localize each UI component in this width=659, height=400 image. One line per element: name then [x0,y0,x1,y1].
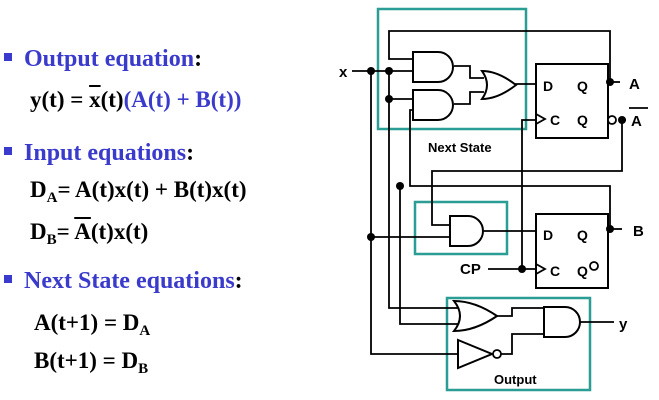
junction-dot [385,67,393,75]
output-equation-heading: Output equation: [4,46,202,73]
a-output-label: A [629,76,640,93]
flip-flop-b [535,213,609,289]
junction-dot [385,95,393,103]
wire-b-to-output-or [399,186,458,325]
or-gate-output [451,299,499,333]
wire-not-to-output-and [501,333,544,355]
wire-qa-feedback [388,30,611,82]
db-equation: DB= A(t)x(t) [30,219,149,248]
clock-b-triangle [535,263,547,275]
not-gate-bubble [492,349,502,359]
next-state-caption: Next State [428,140,492,155]
ff-b-c-label: C [550,263,560,279]
circuit-diagram: D Q C Q D Q C Q [339,7,648,392]
junction-dot [518,265,526,273]
flip-flop-a [535,63,609,139]
and-gate-1 [412,51,454,83]
ff-b-q-label: Q [577,227,588,243]
input-equations-heading: Input equations: [4,140,194,167]
ff-a-c-label: C [550,112,560,128]
y-output-label: y [619,316,628,333]
ff-a-qbar-label: Q [577,112,588,128]
output-equation: y(t) = x(t)(A(t) + B(t)) [30,87,242,112]
wire-a-to-output-or [388,99,458,309]
wire-cp-to-ff-a [521,119,536,269]
wire-x-to-inverter [370,71,458,355]
x-input-label: x [339,64,348,81]
wire-x-to-and2 [388,71,413,100]
and-gate-output [543,306,581,338]
junction-dot [606,225,614,233]
da-equation: DA= A(t)x(t) + B(t)x(t) [30,177,247,206]
wire-qb-feedback-and2 [409,109,611,229]
clock-a-triangle [535,113,547,125]
bullet-icon [4,53,12,62]
and-gate-2 [412,89,454,121]
next-b-equation: B(t+1) = DB [34,348,149,377]
wire-and1-to-or [454,65,484,79]
next-state-equations-heading: Next State equations: [4,268,243,295]
and-b-highlight-box [413,200,509,256]
junction-dot [367,233,375,241]
ff-b-qbar-label: Q [577,263,588,279]
abar-output-label: A [631,113,642,130]
ff-b-d-label: D [543,227,553,243]
and-gate-b [449,215,484,247]
output-caption: Output [494,372,537,387]
ff-b-qbar-bubble [589,261,599,271]
wire-abar-to-and-b [431,120,623,226]
wire-and2-to-or [454,91,484,105]
junction-dot [618,116,626,124]
wire-or-to-output-and [497,307,544,317]
junction-dot [606,78,614,86]
next-state-box [376,7,528,131]
ff-a-d-label: D [543,78,553,94]
junction-dot [396,182,404,190]
or-gate-next-state [480,69,518,101]
bullet-icon [4,147,12,156]
ff-a-q-label: Q [577,78,588,94]
ff-a-qbar-bubble [607,115,617,125]
bullet-icon [4,275,12,284]
not-gate-output [457,338,495,370]
output-box [445,296,592,392]
b-output-label: B [633,223,644,240]
next-a-equation: A(t+1) = DA [34,310,151,339]
cp-label: CP [460,261,481,278]
junction-dot [367,67,375,75]
equations-panel: Output equation: y(t) = x(t)(A(t) + B(t)… [4,46,247,377]
